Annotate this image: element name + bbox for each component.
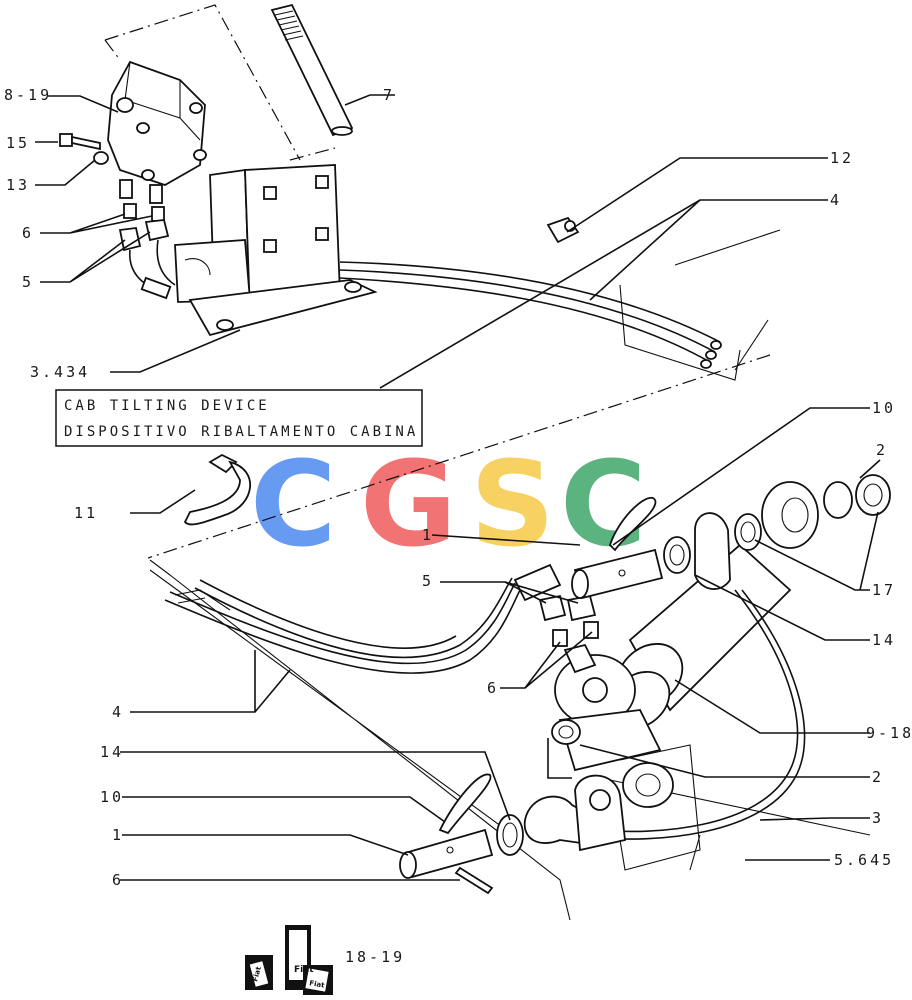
hoses-top	[339, 261, 722, 369]
callout-13: 13	[6, 176, 30, 194]
logo-text-3: Fiat	[309, 979, 326, 990]
hose-clip-part	[546, 216, 580, 244]
hoses-bottom	[164, 577, 521, 674]
watermark-letter-s: S	[470, 435, 555, 573]
caption-box: CAB TILTING DEVICE DISPOSITIVO RIBALTAME…	[55, 389, 423, 447]
cable-eye-upper	[599, 512, 806, 840]
callout-7: 7	[383, 86, 395, 104]
watermark: C G S C	[250, 435, 647, 573]
callout-6-top: 6	[22, 224, 34, 242]
threaded-rod-part	[270, 3, 354, 137]
split-pin-part	[454, 866, 494, 895]
callout-2-right: 2	[872, 768, 884, 786]
callout-5-top: 5	[22, 273, 34, 291]
caption-italian: DISPOSITIVO RIBALTAMENTO CABINA	[64, 424, 418, 440]
callout-3-right: 3	[872, 809, 884, 827]
callout-11: 11	[74, 504, 98, 522]
cab-floor-outline-top	[619, 229, 781, 381]
dashdot-boundary-top-left	[104, 39, 121, 61]
callout-12: 12	[830, 149, 854, 167]
callout-6-mid: 6	[487, 679, 499, 697]
caption-english: CAB TILTING DEVICE	[64, 398, 270, 414]
callout-6-left: 6	[112, 871, 124, 889]
callout-3-434: 3.434	[30, 363, 90, 381]
logo-text-1: Fiat	[251, 965, 263, 982]
callout-15: 15	[6, 134, 30, 152]
r-clip-part-top	[608, 497, 657, 552]
r-clip-part-lower	[438, 773, 492, 835]
fittings-top	[118, 203, 176, 300]
hand-pump-part	[107, 60, 207, 204]
callout-2-top: 2	[876, 441, 888, 459]
logo-text-2: Fiat	[294, 965, 314, 975]
callout-18-19: 18-19	[345, 948, 405, 966]
watermark-letter-c1: C	[250, 435, 337, 573]
pin-mid-part	[571, 548, 664, 600]
dashdot-boundary-top	[104, 4, 301, 161]
leader-lines	[35, 94, 881, 881]
callout-10-top: 10	[872, 399, 896, 417]
washers-upper	[663, 474, 891, 574]
pin-lower-part	[399, 828, 494, 879]
watermark-letter-c2: C	[560, 435, 647, 573]
callout-10-left: 10	[100, 788, 124, 806]
washer-part	[93, 151, 109, 165]
callout-1-mid: 1	[422, 526, 434, 544]
lubricant-cans-logo: Fiat Fiat Fiat	[245, 925, 333, 995]
watermark-letter-g: G	[360, 435, 457, 573]
callout-5-645: 5.645	[834, 851, 894, 869]
callout-17: 17	[872, 581, 896, 599]
strap-part	[183, 453, 251, 526]
clevis-bracket-part	[574, 744, 701, 871]
callout-4-left: 4	[112, 703, 124, 721]
callout-5-mid: 5	[422, 572, 434, 590]
dashdot-section-line	[147, 354, 771, 559]
callout-14-right: 14	[872, 631, 896, 649]
callout-4-top: 4	[830, 191, 842, 209]
callout-9-18: 9-18	[866, 724, 912, 742]
callout-8-19: 8-19	[4, 86, 52, 104]
cab-floor-outline-bottom	[149, 559, 871, 921]
bolt-part	[59, 133, 101, 151]
callout-1-left: 1	[112, 826, 124, 844]
mounting-bracket-part	[174, 164, 378, 337]
callout-14-left: 14	[100, 743, 124, 761]
dashdot-boundary-top-right	[289, 147, 336, 161]
